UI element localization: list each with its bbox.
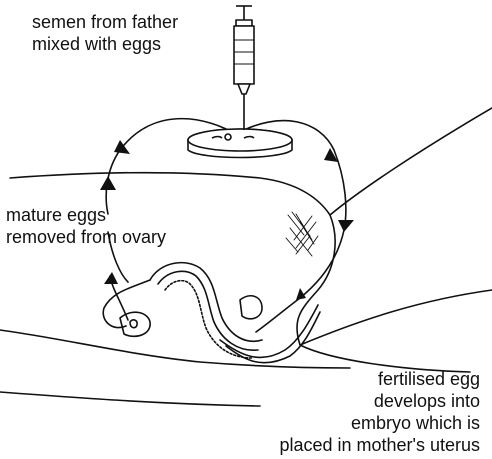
label-semen-line-2: mixed with eggs xyxy=(32,33,178,55)
label-eggs-line-1: mature eggs xyxy=(6,204,166,226)
cycle-arrow-icon xyxy=(256,230,344,332)
back-line xyxy=(300,290,492,345)
label-fertilised-line-2: develops into xyxy=(279,390,480,412)
label-semen-line-1: semen from father xyxy=(32,11,178,33)
ovary-follicle xyxy=(130,320,137,328)
ovary xyxy=(120,312,150,336)
uterus-lining xyxy=(165,281,252,358)
syringe-icon xyxy=(234,6,254,130)
body-outline xyxy=(10,108,492,215)
label-fertilised-line-4: placed in mother's uterus xyxy=(279,434,480,456)
petri-dish-icon xyxy=(188,129,292,158)
label-fertilised-line-3: embryo which is xyxy=(279,412,480,434)
body-outline-lower xyxy=(297,215,470,372)
label-fertilised-line-1: fertilised egg xyxy=(279,368,480,390)
bladder xyxy=(240,296,262,319)
floor-line xyxy=(0,392,260,406)
pubic-hatch xyxy=(286,212,318,256)
arrow-head-icon xyxy=(338,220,354,232)
label-semen: semen from father mixed with eggs xyxy=(32,11,178,55)
label-eggs-line-2: removed from ovary xyxy=(6,226,166,248)
label-fertilised: fertilised egg develops into embryo whic… xyxy=(279,368,480,456)
label-eggs: mature eggs removed from ovary xyxy=(6,204,166,248)
arrow-head-icon xyxy=(100,176,116,190)
vaginal-canal xyxy=(220,305,318,357)
arrow-head-icon xyxy=(104,272,118,284)
fallopian-tube xyxy=(103,280,150,328)
